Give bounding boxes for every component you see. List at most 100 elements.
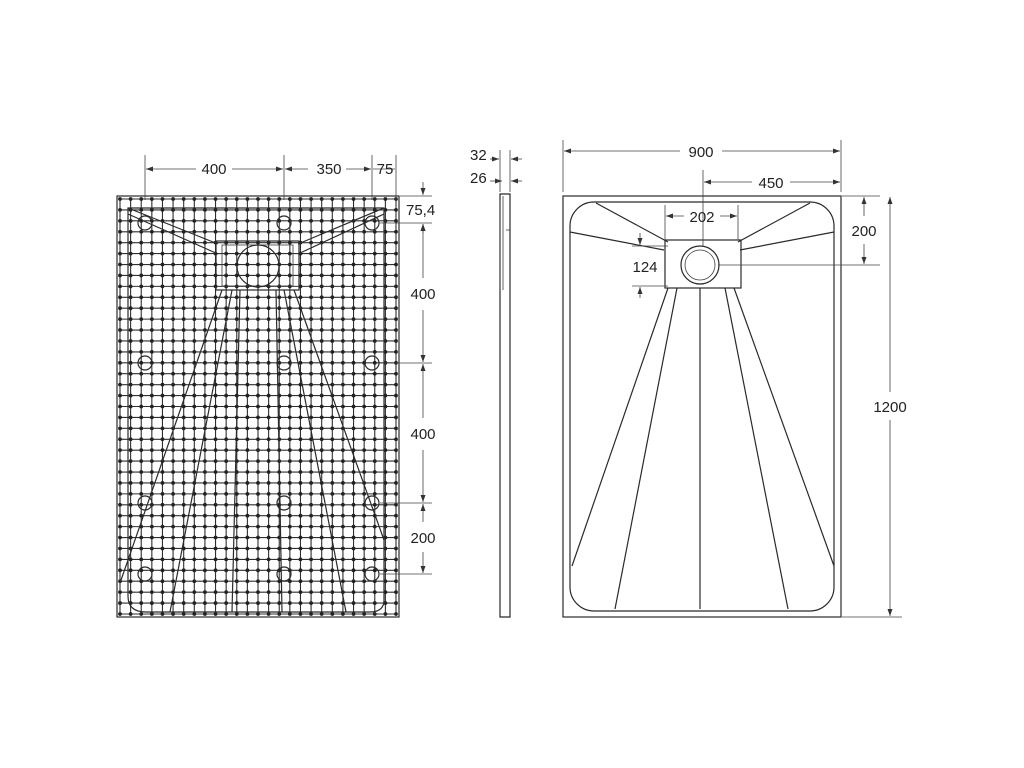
rib-node	[309, 491, 313, 496]
rib-node	[372, 557, 377, 562]
bottom-right-dimensions: 75,4 400 400 200	[380, 182, 436, 575]
rib-node	[394, 524, 398, 529]
rib-node	[171, 317, 175, 322]
rib-node	[351, 349, 356, 354]
rib-node	[277, 360, 282, 365]
rib-node	[160, 229, 165, 234]
rib-node	[171, 557, 175, 562]
rib-node	[319, 273, 324, 278]
rib-node	[256, 349, 260, 354]
rib-node	[330, 601, 335, 605]
rib-node	[362, 470, 367, 474]
rib-node	[118, 382, 122, 387]
rib-node	[149, 470, 154, 474]
rib-node	[256, 481, 260, 485]
rib-node	[266, 579, 271, 584]
rib-node	[192, 459, 197, 464]
rib-node	[118, 524, 122, 529]
rib-node	[266, 513, 271, 518]
rib-node	[362, 208, 367, 212]
rib-node	[394, 339, 398, 343]
rib-node	[203, 197, 207, 201]
rib-node	[118, 601, 122, 605]
rib-node	[118, 218, 122, 223]
rib-node	[298, 218, 303, 223]
rib-node	[351, 524, 356, 529]
rib-node	[139, 404, 144, 409]
rib-node	[287, 557, 292, 562]
rib-node	[309, 601, 313, 605]
rib-node	[330, 339, 335, 343]
rib-node	[160, 579, 165, 584]
rib-node	[287, 590, 292, 595]
rib-node	[330, 448, 335, 453]
rib-node	[351, 502, 356, 507]
rib-node	[341, 371, 345, 376]
rib-node	[181, 349, 186, 354]
rib-node	[245, 470, 250, 474]
rib-node	[128, 524, 133, 529]
rib-node	[362, 448, 367, 453]
rib-node	[224, 328, 229, 332]
rib-node	[171, 568, 175, 573]
rib-node	[319, 197, 324, 201]
rib-node	[224, 415, 229, 420]
rib-node	[181, 459, 186, 464]
rib-node	[139, 470, 144, 474]
rib-node	[319, 437, 324, 442]
rib-node	[351, 568, 356, 573]
rib-node	[256, 579, 260, 584]
rib-node	[213, 601, 218, 605]
rib-node	[128, 317, 133, 322]
rib-node	[287, 262, 292, 267]
rib-node	[245, 513, 250, 518]
rib-node	[118, 371, 122, 376]
rib-node	[213, 197, 218, 201]
rib-node	[372, 546, 377, 551]
rib-node	[309, 240, 313, 245]
rib-node	[160, 437, 165, 442]
rib-node	[160, 382, 165, 387]
rib-node	[362, 371, 367, 376]
rib-node	[128, 273, 133, 278]
bottom-outline	[116, 195, 400, 618]
rib-node	[192, 470, 197, 474]
rib-node	[351, 579, 356, 584]
rib-node	[203, 459, 207, 464]
rib-node	[287, 513, 292, 518]
rib-node	[298, 404, 303, 409]
rib-node	[341, 295, 345, 300]
rib-node	[171, 470, 175, 474]
rib-node	[128, 513, 133, 518]
rib-node	[351, 208, 356, 212]
rib-node	[362, 590, 367, 595]
rib-node	[298, 295, 303, 300]
rib-node	[224, 601, 229, 605]
rib-node	[139, 393, 144, 398]
rib-node	[139, 317, 144, 322]
rib-node	[287, 240, 292, 245]
rib-node	[256, 491, 260, 496]
rib-node	[118, 393, 122, 398]
rib-node	[192, 579, 197, 584]
rib-node	[171, 251, 175, 256]
rib-node	[309, 218, 313, 223]
rib-node	[245, 546, 250, 551]
rib-node	[181, 295, 186, 300]
rib-node	[160, 306, 165, 311]
rib-node	[256, 360, 260, 365]
dim-200-top: 200	[851, 223, 876, 240]
rib-node	[171, 612, 175, 616]
rib-node	[362, 601, 367, 605]
rib-node	[394, 470, 398, 474]
rib-node	[256, 546, 260, 551]
rib-node	[298, 470, 303, 474]
rib-node	[277, 371, 282, 376]
rib-node	[128, 240, 133, 245]
rib-node	[213, 579, 218, 584]
rib-node	[160, 491, 165, 496]
rib-node	[341, 393, 345, 398]
rib-node	[362, 197, 367, 201]
rib-node	[128, 339, 133, 343]
